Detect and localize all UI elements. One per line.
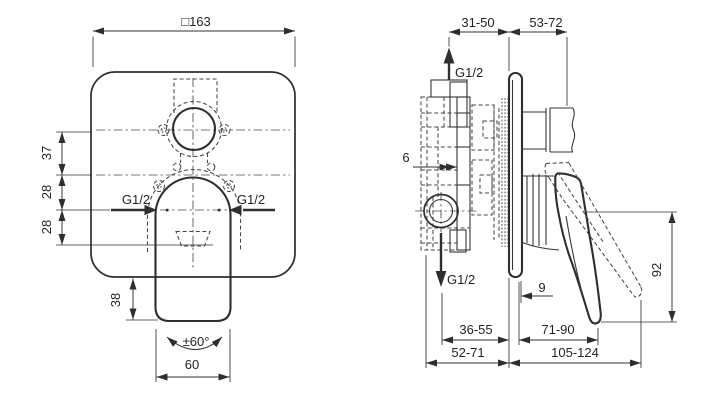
- front-dimensions: [56, 27, 296, 382]
- lever-handle-side-dashed: [544, 161, 643, 299]
- outlet-boss: [423, 193, 459, 229]
- side-g12-top-label: G1/2: [455, 65, 483, 80]
- dim-label-92: 92: [649, 263, 664, 277]
- wall-plate-outline: [90, 71, 296, 278]
- side-g12-top-arrow: [443, 47, 455, 80]
- hidden-rough-in-body: [146, 78, 242, 252]
- escutcheon-side: [507, 71, 524, 279]
- front-centerlines: [96, 78, 290, 268]
- dim-label-9: 9: [538, 280, 545, 295]
- port-mark-right: [217, 208, 221, 212]
- lever-handle-front: [154, 176, 232, 323]
- front-g12-left-label: G1/2: [122, 192, 150, 207]
- front-inlet-arrow-right: [229, 204, 275, 216]
- dim-label-53-72: 53-72: [529, 15, 562, 30]
- dim-label-60: 60: [185, 357, 199, 372]
- lever-handle-side-inner-line: [565, 215, 586, 303]
- dim-label-37: 37: [39, 146, 54, 160]
- dim-label-28-upper: 28: [39, 185, 54, 199]
- dim-label-square-163: □163: [181, 14, 211, 29]
- dim-label-52-71: 52-71: [451, 345, 484, 360]
- side-g12-bottom-arrow: [435, 233, 447, 287]
- dim-label-31-50: 31-50: [461, 15, 494, 30]
- side-g12-bottom-label: G1/2: [447, 272, 475, 287]
- dim-label-105-124: 105-124: [551, 345, 599, 360]
- dim-label-angle-60: ±60°: [183, 334, 210, 349]
- diverter-knob-circle: [171, 106, 217, 152]
- front-inlet-arrow-left: [111, 204, 157, 216]
- dim-label-38: 38: [108, 293, 123, 307]
- front-view: □163 37 28 28 G1/2 G1/2 38 ±60° 60: [39, 14, 296, 382]
- dim-label-36-55: 36-55: [459, 322, 492, 337]
- port-mark-left: [165, 208, 169, 212]
- side-view: 31-50 53-72 G1/2 6 G1/2 9 92 36-55 71-90…: [402, 15, 677, 368]
- hidden-cartridge-stack: [471, 98, 509, 247]
- side-dimensions: [413, 28, 677, 368]
- dim-label-28-lower: 28: [39, 220, 54, 234]
- dim-label-6: 6: [402, 150, 409, 165]
- top-outlet-stub: [522, 107, 576, 153]
- handle-hub-side: [521, 174, 560, 251]
- lever-handle-side: [554, 172, 602, 325]
- front-g12-right-label: G1/2: [237, 192, 265, 207]
- dim-label-71-90: 71-90: [541, 322, 574, 337]
